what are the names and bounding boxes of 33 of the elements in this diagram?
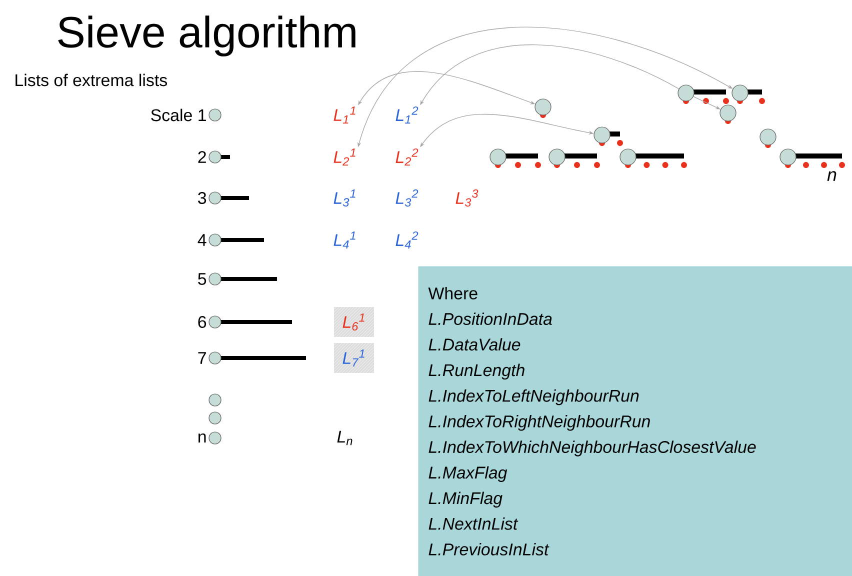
scale-label: 6 [198,316,206,328]
list-label: L$_{3}$3 [456,189,478,207]
scale-label: Scale 1 [151,108,206,122]
run-marker [780,148,845,168]
title: Sieve algorithm [58,16,356,56]
run-marker [760,128,776,148]
run-marker [732,84,765,104]
scale-label: 2 [198,151,206,163]
scale-label: n [198,433,206,443]
run-marker [490,148,541,168]
definition-box: Where L.PositionInData L.DataValue L.RunLength L.IndexToLeftNeighbourRun L.IndexToRightNeighbourRun L.IndexToWhichNeighbourHasClosestValue L.MaxFlag L.MinFlag L.NextInList L.PreviousInList [418,266,852,576]
scale-label: 4 [198,234,206,246]
scale-label: Lists of extrema lists [16,74,167,86]
highlighted-list-label: L$_{6}$1 [342,313,364,331]
run-marker [548,148,600,168]
list-label: L$_{4}$2 [396,231,418,249]
run-marker [534,98,552,118]
list-label: L$_{3}$1 [334,189,356,207]
list-label: L$_{n}$ [337,430,352,446]
run-marker [678,84,729,104]
list-label: L$_{3}$2 [396,189,418,207]
scale-label: 3 [198,192,206,204]
list-label: L$_{1}$2 [396,106,418,124]
scale-label: 7 [198,352,206,364]
list-label: L$_{1}$1 [334,106,356,124]
list-label: L$_{4}$1 [334,232,356,248]
scale-label: 5 [198,273,206,285]
run-marker [720,104,736,124]
run-marker [594,126,623,146]
list-label: L$_{2}$1 [334,148,356,166]
run-marker [620,148,687,168]
highlighted-list-label: L$_{7}$1 [342,350,364,366]
list-label: L$_{2}$2 [396,148,418,166]
